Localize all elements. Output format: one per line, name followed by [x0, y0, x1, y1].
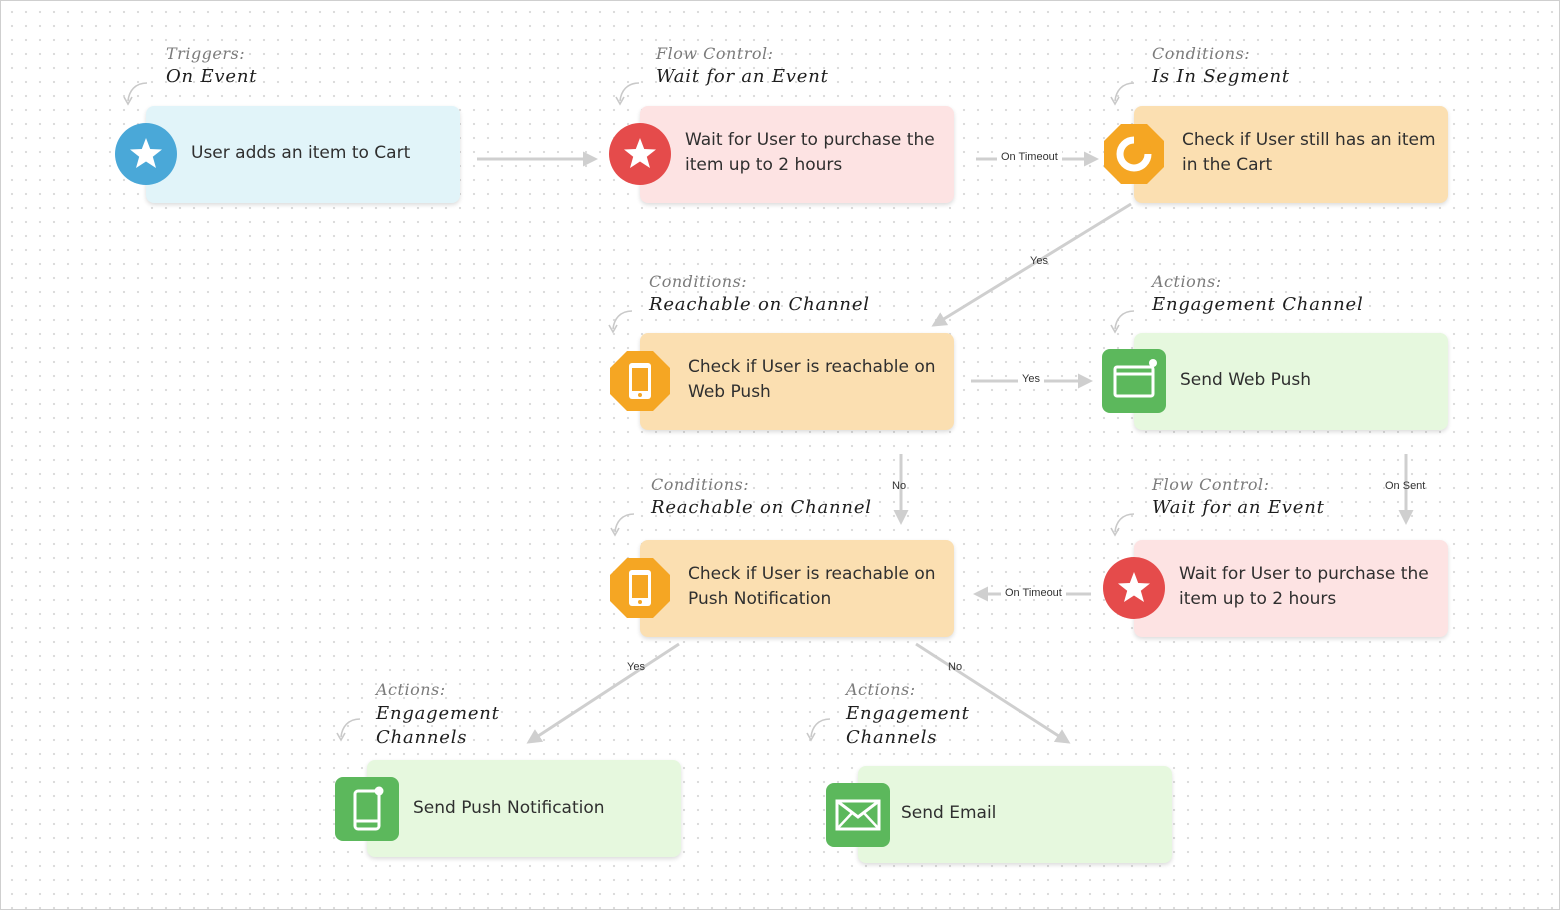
node-text: Check if User is reachable on Web Push [688, 357, 936, 402]
curved-arrow-icon [1110, 82, 1135, 106]
node-text: Check if User still has an item in the C… [1182, 130, 1436, 175]
node-title: Wait for an Event [656, 66, 829, 87]
browser-window-icon [1102, 349, 1166, 413]
edge-e8-label: Yes [627, 661, 645, 673]
curved-arrow-icon [1110, 310, 1135, 334]
curved-arrow-icon [1110, 513, 1135, 537]
node-text: User adds an item to Cart [191, 143, 411, 163]
curved-arrow-icon [610, 513, 635, 537]
node-title: Reachable on Channel [651, 497, 872, 518]
edge-e9-line [915, 642, 1071, 744]
mobile-notification-icon [335, 777, 399, 841]
curved-arrow-icon [806, 718, 831, 742]
edge-e7-label: On Timeout [1001, 587, 1066, 599]
curved-arrow-icon [123, 82, 148, 106]
node-card[interactable] [640, 333, 954, 430]
node-card[interactable] [146, 106, 460, 203]
edge-e3-line [931, 202, 1132, 327]
envelope-icon [826, 783, 890, 847]
curved-arrow-icon [336, 718, 361, 742]
node-text: Send Web Push [1180, 370, 1312, 390]
node-category: Actions: [846, 680, 916, 699]
star-icon [114, 122, 178, 186]
phone-icon [608, 349, 672, 413]
edge-e3-label: Yes [1030, 255, 1048, 267]
star-icon [608, 122, 672, 186]
node-category: Conditions: [651, 475, 750, 494]
node-card[interactable] [640, 540, 954, 637]
node-card[interactable] [1134, 106, 1448, 203]
node-title: Wait for an Event [1152, 497, 1325, 518]
node-text: Wait for User to purchase the item up to… [685, 130, 935, 175]
node-category: Actions: [376, 680, 446, 699]
node-title: Engagement Channels [376, 703, 500, 748]
node-category: Conditions: [1152, 44, 1251, 63]
star-icon [1102, 556, 1166, 620]
node-title: Engagement Channel [1152, 294, 1364, 315]
node-category: Actions: [1152, 272, 1222, 291]
segment-ring-icon [1102, 122, 1166, 186]
node-category: Conditions: [649, 272, 748, 291]
node-title: Reachable on Channel [649, 294, 870, 315]
node-card[interactable] [1134, 333, 1448, 430]
node-title: On Event [166, 66, 258, 87]
node-title: Is In Segment [1152, 66, 1290, 87]
curved-arrow-icon [615, 82, 640, 106]
edge-e6-label: On Sent [1385, 480, 1426, 492]
edge-e8-line [526, 642, 680, 744]
node-text: Send Push Notification [413, 798, 605, 818]
node-card[interactable] [858, 766, 1172, 863]
node-category: Triggers: [166, 44, 246, 63]
node-card[interactable] [367, 760, 681, 857]
node-title: Engagement Channels [846, 703, 970, 748]
node-card[interactable] [1134, 540, 1448, 637]
edge-e5-label: No [892, 480, 907, 492]
node-card[interactable] [640, 106, 954, 203]
node-text: Check if User is reachable on Push Notif… [688, 564, 936, 609]
node-category: Flow Control: [656, 44, 774, 63]
node-category: Flow Control: [1152, 475, 1270, 494]
node-text: Send Email [901, 803, 997, 823]
edge-e9-label: No [948, 661, 963, 673]
edge-e2-label: On Timeout [997, 151, 1062, 163]
curved-arrow-icon [608, 310, 633, 334]
edge-e4-label: Yes [1018, 373, 1044, 385]
node-text: Wait for User to purchase the item up to… [1179, 564, 1429, 609]
phone-icon [608, 556, 672, 620]
